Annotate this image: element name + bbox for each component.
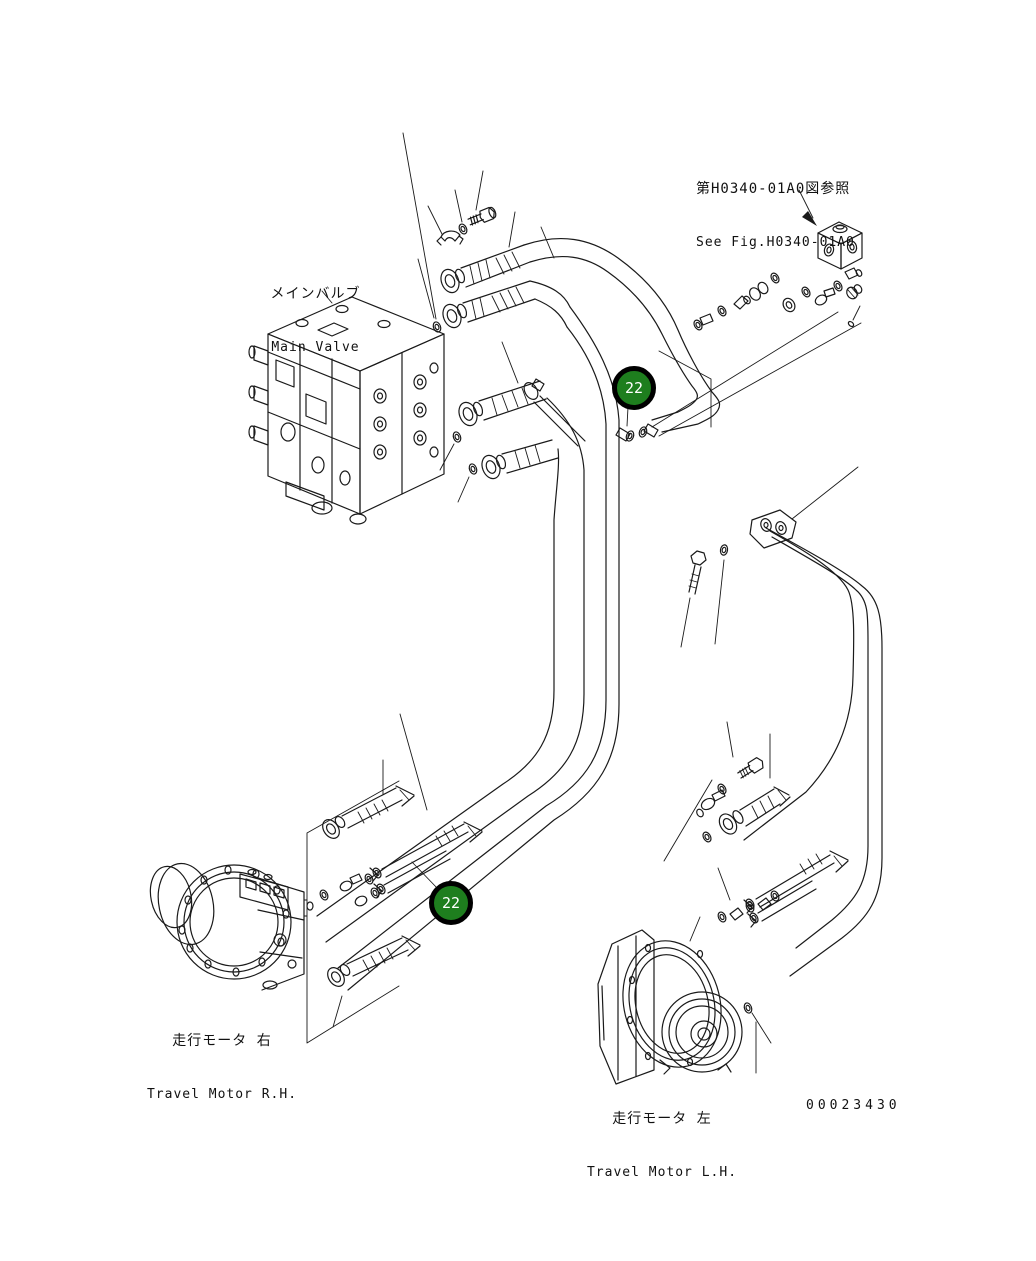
callout-balloon-22-lower[interactable]: 22	[429, 881, 473, 925]
main-valve-label: メインバルブ Main Valve	[248, 249, 383, 375]
see-fig-arrow	[799, 190, 817, 226]
main-valve-label-en: Main Valve	[271, 340, 360, 355]
drawing-number: 00023430	[806, 1098, 901, 1113]
pilot-line-fittings	[652, 271, 861, 436]
clamp-junction-2	[689, 510, 796, 594]
main-valve-label-jp: メインバルブ	[270, 286, 361, 302]
exploded-view-frame-rh	[307, 781, 399, 1043]
travel-motor-lh-label-jp: 走行モータ 左	[612, 1111, 712, 1127]
solenoid-valve-cube	[818, 222, 863, 327]
clamp-junction-1	[616, 424, 658, 443]
callout-number: 22	[624, 379, 644, 397]
travel-motor-rh	[145, 858, 313, 990]
travel-motor-rh-label-en: Travel Motor R.H.	[146, 1087, 298, 1102]
lh-hose-fittings	[695, 756, 848, 1015]
rh-hose-fittings	[318, 786, 482, 991]
travel-motor-lh-label: 走行モータ 左 Travel Motor L.H.	[572, 1074, 752, 1200]
see-fig-note-en: See Fig.H0340-01A0	[696, 235, 855, 250]
travel-motor-rh-label-jp: 走行モータ 右	[172, 1033, 272, 1049]
see-fig-note: 第H0340-01A0図参照 See Fig.H0340-01A0	[696, 144, 896, 270]
callout-number: 22	[441, 894, 461, 912]
travel-motor-rh-label: 走行モータ 右 Travel Motor R.H.	[132, 996, 312, 1122]
callout-balloon-22-upper[interactable]: 22	[612, 366, 656, 410]
travel-motor-lh	[598, 930, 742, 1084]
hose-assemblies-upper	[317, 239, 720, 990]
main-valve-block	[249, 297, 444, 524]
leader-lines	[322, 133, 858, 1073]
travel-motor-lh-label-en: Travel Motor L.H.	[586, 1165, 738, 1180]
top-bolt-cluster	[437, 206, 497, 245]
right-hose-route	[744, 528, 882, 976]
see-fig-note-jp: 第H0340-01A0図参照	[696, 181, 851, 197]
